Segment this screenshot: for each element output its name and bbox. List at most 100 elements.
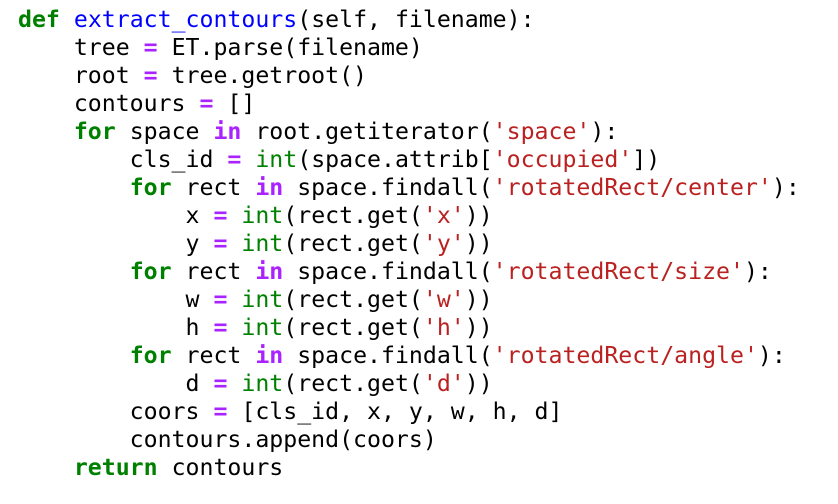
code-text: space.findall( [283,258,493,285]
code-text: root [18,62,144,89]
code-text [227,230,241,257]
code-text [227,314,241,341]
code-text: ): [757,342,786,369]
string-token: 'occupied' [492,146,633,173]
code-text: ): [743,258,772,285]
code-text: tree.getroot() [157,62,368,89]
code-text: h [18,314,214,341]
code-text: root.getiterator( [241,118,493,145]
code-line: for space in root.getiterator('space'): [18,118,838,146]
operator-token: = [143,62,158,89]
code-line: return contours [18,454,838,482]
code-text: ): [590,118,619,145]
operator-token: in [213,118,242,145]
code-text: (rect.get( [283,202,423,229]
code-text: rect [171,258,256,285]
keyword-token: for [129,258,172,285]
function-name-token: extract_contours [73,6,298,33]
builtin-token: int [255,146,298,173]
code-text: w [18,286,214,313]
code-line: w = int(rect.get('w')) [18,286,838,314]
string-token: 'rotatedRect/center' [492,174,772,201]
operator-token: = [227,146,242,173]
code-line: def extract_contours(self, filename): [18,6,838,34]
code-line: contours.append(coors) [18,426,838,454]
code-text: [cls_id, x, y, w, h, d] [227,398,563,425]
code-text [227,202,241,229]
operator-token: = [143,34,158,61]
code-text: ): [771,174,800,201]
code-text: d [18,370,214,397]
operator-token: = [213,202,228,229]
keyword-token: for [129,342,172,369]
code-line: root = tree.getroot() [18,62,838,90]
keyword-token: def [18,6,60,33]
code-line: tree = ET.parse(filename) [18,34,838,62]
code-line: contours = [] [18,90,838,118]
code-text: rect [171,342,256,369]
code-text: contours [157,454,284,481]
string-token: 'space' [492,118,591,145]
code-line: d = int(rect.get('d')) [18,370,838,398]
keyword-token: for [73,118,116,145]
code-line: coors = [cls_id, x, y, w, h, d] [18,398,838,426]
code-text [18,174,130,201]
string-token: 'd' [422,370,465,397]
code-line: h = int(rect.get('h')) [18,314,838,342]
operator-token: in [255,258,284,285]
builtin-token: int [241,370,284,397]
string-token: 'rotatedRect/size' [492,258,744,285]
operator-token: = [213,314,228,341]
code-text: tree [18,34,144,61]
code-text: )) [464,230,493,257]
code-line: for rect in space.findall('rotatedRect/c… [18,174,838,202]
code-text: contours [18,90,200,117]
code-text: cls_id [18,146,228,173]
code-text: x [18,202,214,229]
code-text [227,286,241,313]
code-text: (rect.get( [283,314,423,341]
operator-token: in [255,174,284,201]
code-text: )) [464,286,493,313]
code-text: (rect.get( [283,370,423,397]
code-text: (self, filename): [297,6,535,33]
code-text: space [115,118,214,145]
code-text: )) [464,370,493,397]
builtin-token: int [241,202,284,229]
code-text [241,146,255,173]
string-token: 'h' [422,314,465,341]
code-line: cls_id = int(space.attrib['occupied']) [18,146,838,174]
code-text: rect [171,174,256,201]
keyword-token: for [129,174,172,201]
code-text: contours.append(coors) [18,426,437,453]
code-text: ]) [632,146,661,173]
code-text [18,258,130,285]
code-text: coors [18,398,214,425]
string-token: 'w' [422,286,465,313]
code-text: [] [213,90,256,117]
code-text [227,370,241,397]
builtin-token: int [241,314,284,341]
code-text [18,342,130,369]
code-text [60,6,74,33]
code-line: for rect in space.findall('rotatedRect/s… [18,258,838,286]
operator-token: = [213,370,228,397]
keyword-token: return [73,454,158,481]
operator-token: = [199,90,214,117]
code-line: for rect in space.findall('rotatedRect/a… [18,342,838,370]
code-text: space.findall( [283,342,493,369]
string-token: 'rotatedRect/angle' [492,342,758,369]
code-text: )) [464,202,493,229]
code-text: (rect.get( [283,286,423,313]
code-text: (space.attrib[ [297,146,493,173]
operator-token: in [255,342,284,369]
builtin-token: int [241,230,284,257]
code-text: y [18,230,214,257]
code-line: y = int(rect.get('y')) [18,230,838,258]
code-text [18,454,74,481]
operator-token: = [213,398,228,425]
string-token: 'y' [422,230,465,257]
operator-token: = [213,230,228,257]
code-text: )) [464,314,493,341]
